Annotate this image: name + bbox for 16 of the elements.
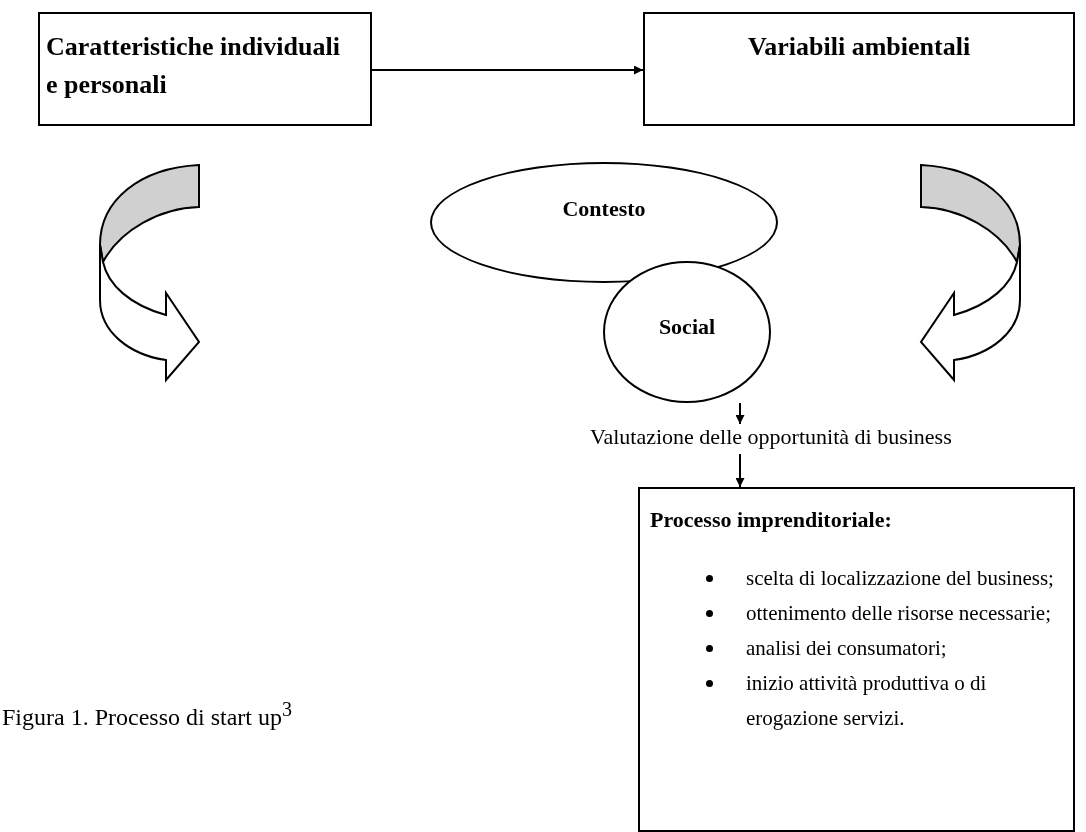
box-title: Variabili ambientali — [746, 31, 972, 63]
arrow — [371, 65, 644, 75]
arrow — [735, 453, 745, 488]
list-item: ottenimento delle risorse necessarie; — [746, 600, 1052, 627]
box-title: Caratteristiche individuali e personali — [46, 31, 341, 101]
list-item: inizio attività produttiva o di erogazione servizi. — [746, 670, 988, 732]
ellipse-label: Social — [658, 314, 716, 340]
process-box — [638, 487, 1075, 832]
figure-caption: Figura 1. Processo di start up$^{3}$ — [2, 698, 292, 731]
list-item: scelta di localizzazione del business; — [746, 565, 1055, 592]
ellipse-label: Contesto — [562, 195, 646, 222]
arrow — [735, 402, 745, 425]
box-heading: Processo imprenditoriale: — [650, 507, 892, 533]
list-item: analisi dei consumatori; — [746, 635, 948, 662]
process-box — [643, 12, 1075, 126]
process-box — [38, 12, 372, 126]
